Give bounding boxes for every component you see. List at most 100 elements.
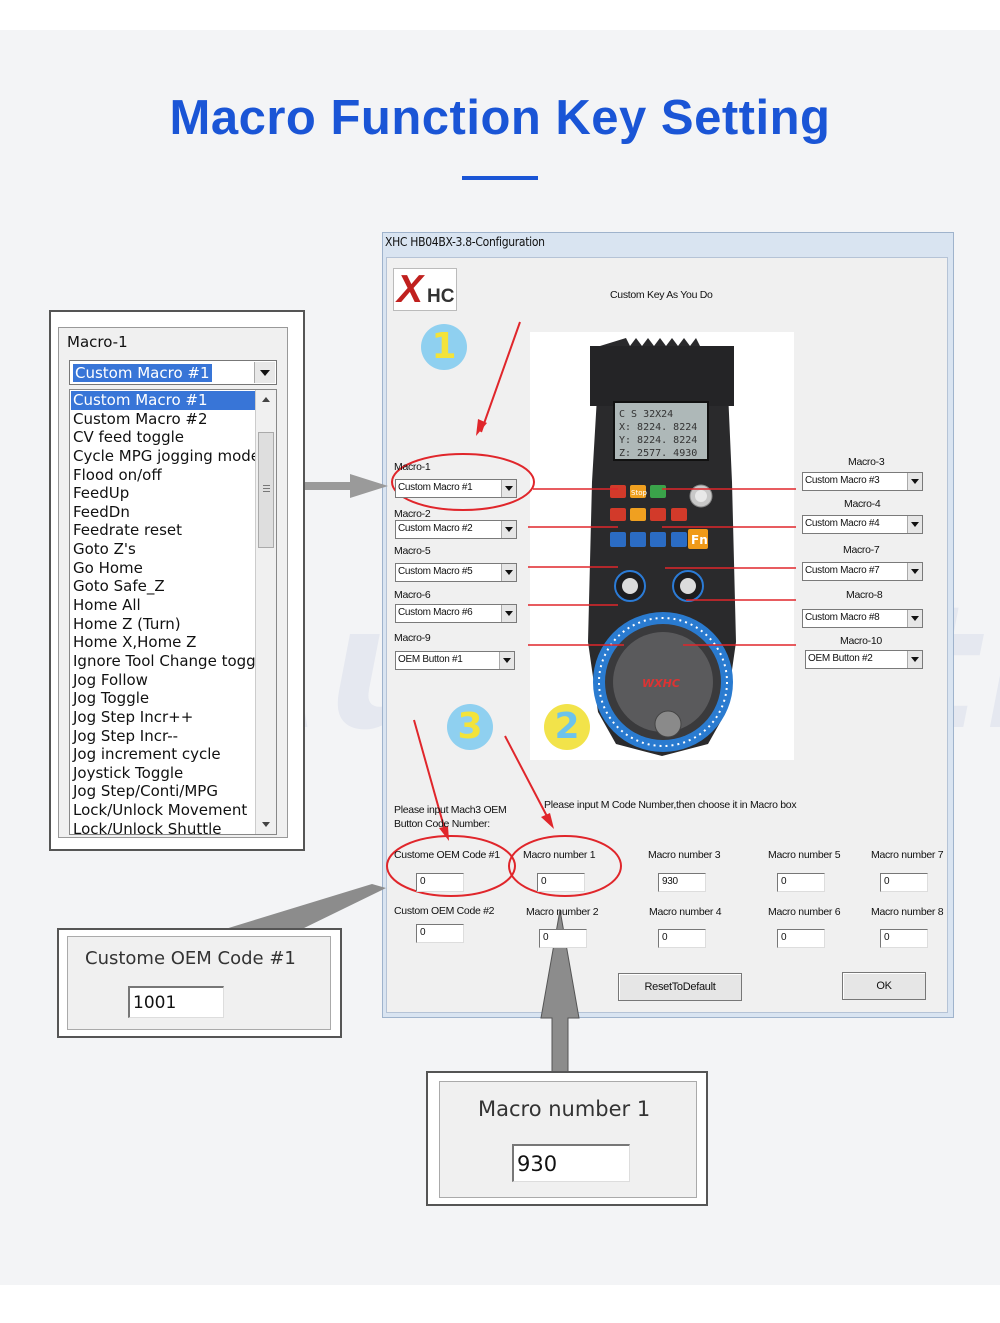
oem-code-2-label: Custom OEM Code #2 xyxy=(394,905,495,917)
macro-label: Macro-4 xyxy=(844,498,881,510)
macro-select[interactable]: Custom Macro #8 xyxy=(802,609,923,628)
macro-number-4-input[interactable]: 0 xyxy=(658,929,706,948)
macro-number-4-label: Macro number 4 xyxy=(649,906,722,918)
macro-number-3-input[interactable]: 930 xyxy=(658,873,706,892)
macro-number-8-input[interactable]: 0 xyxy=(880,929,928,948)
macro-select-value: Custom Macro #6 xyxy=(398,607,473,618)
macro-number-7-label: Macro number 7 xyxy=(871,849,944,861)
oem-code-1-input[interactable]: 0 xyxy=(416,873,464,892)
macro-option[interactable]: Custom Macro #1 xyxy=(71,391,255,410)
ok-button[interactable]: OK xyxy=(842,972,926,1000)
dropdown-arrow-button[interactable] xyxy=(501,480,516,497)
dropdown-arrow-button[interactable] xyxy=(501,605,516,622)
oem-prompt-line-1: Please input Mach3 OEM xyxy=(394,804,507,816)
macro-option[interactable]: Joystick Toggle xyxy=(73,763,184,782)
macro-select-value: Custom Macro #1 xyxy=(398,482,473,493)
macro-number-6-input[interactable]: 0 xyxy=(777,929,825,948)
scroll-down-icon[interactable] xyxy=(262,822,270,827)
macro-number-5-label: Macro number 5 xyxy=(768,849,841,861)
macro-select[interactable]: Custom Macro #4 xyxy=(802,515,923,534)
macro-select[interactable]: Custom Macro #2 xyxy=(395,520,517,539)
macro-label: Macro-5 xyxy=(394,545,431,557)
macro-option[interactable]: Jog Follow xyxy=(73,670,148,689)
macro-label: Macro-3 xyxy=(848,456,885,468)
macro-number-6-label: Macro number 6 xyxy=(768,906,841,918)
dropdown-arrow-button[interactable] xyxy=(907,610,922,627)
zoom-macro-input[interactable]: 930 xyxy=(512,1144,630,1182)
chevron-down-icon xyxy=(505,486,513,491)
macro-select[interactable]: Custom Macro #3 xyxy=(802,472,923,491)
macro-number-8-label: Macro number 8 xyxy=(871,906,944,918)
macro-option[interactable]: FeedDn xyxy=(73,502,130,521)
macro-select[interactable]: Custom Macro #6 xyxy=(395,604,517,623)
macro-option[interactable]: Ignore Tool Change togg xyxy=(73,651,255,670)
macro-option[interactable]: Jog increment cycle xyxy=(73,745,221,764)
window-title: XHC HB04BX-3.8-Configuration xyxy=(385,235,545,249)
macro-option[interactable]: Jog Step Incr++ xyxy=(73,707,194,726)
oem-prompt-line-2: Button Code Number: xyxy=(394,818,490,830)
zoom-oem-input[interactable]: 1001 xyxy=(128,986,224,1018)
macro-label: Macro-2 xyxy=(394,508,431,520)
pendant-screen-line-3: Y: 8224. 8224 xyxy=(619,435,697,446)
chevron-down-icon xyxy=(505,570,513,575)
stop-key-label: Stop xyxy=(631,489,647,497)
macro-option[interactable]: Feedrate reset xyxy=(73,521,183,540)
macro-label: Macro-6 xyxy=(394,589,431,601)
macro-option[interactable]: FeedUp xyxy=(73,484,130,503)
macro-option[interactable]: Flood on/off xyxy=(73,465,162,484)
dropdown-arrow-button[interactable] xyxy=(907,651,922,668)
macro-option[interactable]: Jog Step/Conti/MPG xyxy=(73,782,218,801)
macro-select[interactable]: Custom Macro #5 xyxy=(395,563,517,582)
macro-select-value: Custom Macro #2 xyxy=(398,523,473,534)
macro-option[interactable]: Jog Toggle xyxy=(73,689,150,708)
macro-number-7-input[interactable]: 0 xyxy=(880,873,928,892)
dropdown-arrow-button[interactable] xyxy=(501,521,516,538)
macro-select[interactable]: OEM Button #1 xyxy=(395,651,515,670)
macro-option[interactable]: Lock/Unlock Shuttle xyxy=(73,819,222,835)
macro-option[interactable]: Jog Step Incr-- xyxy=(73,726,179,745)
reset-to-default-button[interactable]: ResetToDefault xyxy=(618,973,742,1001)
macro-list-label: Macro-1 xyxy=(67,333,128,351)
macro-option[interactable]: Go Home xyxy=(73,558,143,577)
macro-option[interactable]: Goto Safe_Z xyxy=(73,577,165,596)
macro-select-value: OEM Button #2 xyxy=(808,653,873,664)
macro-option[interactable]: Lock/Unlock Movement xyxy=(73,801,248,820)
logo-hc: HC xyxy=(427,286,455,307)
macro-select[interactable]: Custom Macro #1 xyxy=(395,479,517,498)
macro-option[interactable]: Home Z (Turn) xyxy=(73,614,181,633)
macro-number-1-label: Macro number 1 xyxy=(523,849,596,861)
dropdown-arrow-button[interactable] xyxy=(907,473,922,490)
macro-label: Macro-9 xyxy=(394,632,431,644)
macro-number-1-input[interactable]: 0 xyxy=(537,873,585,892)
list-scrollbar[interactable] xyxy=(255,390,276,834)
dropdown-arrow-button[interactable] xyxy=(907,516,922,533)
macro-select[interactable]: OEM Button #2 xyxy=(805,650,923,669)
macro-label: Macro-8 xyxy=(846,589,883,601)
chevron-down-icon xyxy=(911,479,919,484)
macro-option[interactable]: Home All xyxy=(73,596,141,615)
chevron-down-icon xyxy=(911,522,919,527)
oem-code-2-input[interactable]: 0 xyxy=(416,924,464,943)
macro-option[interactable]: Goto Z's xyxy=(73,540,136,559)
macro-option[interactable]: Cycle MPG jogging mode xyxy=(73,446,255,465)
macro-option[interactable]: Custom Macro #2 xyxy=(73,409,208,428)
dropdown-arrow-button[interactable] xyxy=(254,362,275,383)
macro-select-value: Custom Macro #4 xyxy=(805,518,880,529)
macro-select-value: Custom Macro #7 xyxy=(805,565,880,576)
dropdown-arrow-button[interactable] xyxy=(499,652,514,669)
scroll-up-icon[interactable] xyxy=(262,397,270,402)
macro-number-5-input[interactable]: 0 xyxy=(777,873,825,892)
scroll-thumb[interactable] xyxy=(258,432,274,548)
macro-option[interactable]: Home X,Home Z xyxy=(73,633,197,652)
dropdown-arrow-button[interactable] xyxy=(501,564,516,581)
fn-key-label: Fn xyxy=(691,533,708,547)
page-title: Macro Function Key Setting xyxy=(169,91,831,145)
macro-1-select[interactable]: Custom Macro #1 xyxy=(69,360,277,385)
macro-select[interactable]: Custom Macro #7 xyxy=(802,562,923,581)
macro-number-2-input[interactable]: 0 xyxy=(539,929,587,948)
macro-option[interactable]: CV feed toggle xyxy=(73,428,185,447)
pendant-illustration: C S 32X24 X: 8224. 8224 Y: 8224. 8224 Z:… xyxy=(530,332,794,760)
dropdown-arrow-button[interactable] xyxy=(907,563,922,580)
macro-select-value: OEM Button #1 xyxy=(398,654,463,665)
